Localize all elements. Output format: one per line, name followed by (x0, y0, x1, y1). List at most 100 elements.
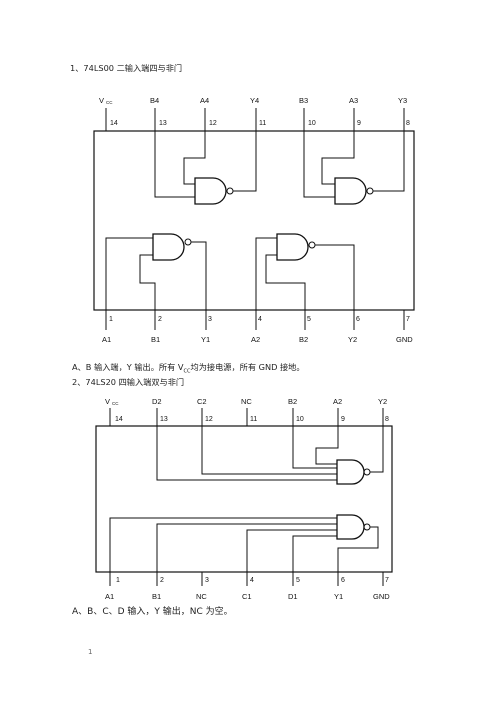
wire-y2 (315, 244, 355, 310)
chip1-bottom-pin-1: 2 (158, 316, 162, 323)
chip1-top-name-0: V (99, 96, 104, 105)
chip2-top-pin-6: 8 (385, 416, 389, 423)
chip1-bottom-pin-3: 4 (258, 316, 262, 323)
chip1-top-pin-2: 12 (209, 120, 217, 127)
chip1-bottom-name-6: GND (396, 335, 413, 344)
chip1-bottom-name-2: Y1 (201, 335, 210, 344)
chip2-vcc-subscript: CC (112, 401, 119, 406)
wire-b1-lower (156, 523, 337, 572)
chip1-top-pin-6: 8 (406, 120, 410, 127)
nand-gate-1 (152, 233, 185, 261)
page-number: 1 (88, 648, 93, 656)
chip1-bottom-pin-0: 1 (109, 316, 113, 323)
chip2-bottom-name-3: C1 (242, 592, 252, 601)
chip2-bottom-pin-4: 5 (296, 577, 300, 584)
chip2-top-legs (109, 408, 384, 426)
chip1-top-name-1: B4 (150, 96, 159, 105)
chip1-vcc-subscript: CC (106, 100, 113, 105)
wire-a2-upper (315, 426, 339, 465)
chip1-bottom-name-1: B1 (151, 335, 160, 344)
nand4-gate-1-bubble (363, 523, 371, 531)
chip2-bottom-pin-2: 3 (205, 577, 209, 584)
chip1-top-name-5: A3 (349, 96, 358, 105)
chip1-top-name-3: Y4 (250, 96, 259, 105)
chip1-top-name-2: A4 (200, 96, 209, 105)
wire-c1-lower (246, 529, 337, 572)
chip2-top-pin-5: 9 (341, 416, 345, 423)
wire-d1-lower (292, 535, 337, 572)
chip-74ls20 (95, 408, 393, 586)
nand-gate-4-bubble (226, 187, 234, 195)
nand4-gate-2 (336, 459, 365, 485)
wire-a2 (255, 237, 277, 310)
chip-74ls00 (93, 108, 415, 330)
chip2-top-name-3: NC (241, 397, 252, 406)
wire-b2-upper (292, 426, 337, 469)
chip1-bottom-pin-6: 7 (406, 316, 410, 323)
chip-74ls00-body (93, 130, 415, 311)
caption-74ls20: A、B、C、D 输入，Y 输出，NC 为空。 (72, 607, 233, 617)
chip2-bottom-name-6: GND (373, 592, 390, 601)
wire-b3 (303, 131, 335, 198)
chip1-bottom-legs (105, 310, 405, 330)
wire-b2 (265, 254, 306, 310)
wire-y1 (191, 241, 207, 310)
caption-vcc-subscript: CC (183, 368, 191, 375)
chip2-top-name-6: Y2 (378, 397, 387, 406)
nand-gate-1-bubble (184, 238, 192, 246)
chip2-top-name-1: D2 (152, 397, 162, 406)
chip2-top-labels: V CC D2 C2 NC B2 A2 Y2 14 13 12 11 10 9 … (105, 397, 389, 423)
nand-gate-3-bubble (366, 187, 374, 195)
nand4-gate-2-bubble (363, 468, 371, 476)
chip2-top-name-2: C2 (197, 397, 207, 406)
nand-gate-2-bubble (308, 241, 316, 249)
wire-y4 (233, 131, 257, 192)
heading-74ls00: 1、74LS00 二输入端四与非门 (70, 63, 183, 73)
chip1-top-pin-3: 11 (259, 120, 266, 127)
chip2-bottom-name-0: A1 (105, 592, 114, 601)
wire-b1 (139, 254, 156, 310)
wire-d2-upper (156, 426, 337, 481)
chip2-top-pin-2: 12 (205, 416, 213, 423)
chip2-bottom-pin-5: 6 (341, 577, 345, 584)
chip2-bottom-legs (109, 572, 384, 586)
chip1-top-pin-5: 9 (357, 120, 361, 127)
nand-gate-4 (194, 177, 227, 205)
chip1-top-name-6: Y3 (398, 96, 407, 105)
wire-b4 (154, 131, 195, 198)
nand-gate-3 (334, 177, 367, 205)
caption-74ls00-suffix: 均为接电源，所有 GND 接地。 (190, 362, 305, 372)
chip2-top-name-0: V (105, 397, 110, 406)
wire-y3 (373, 131, 405, 192)
chip1-bottom-pin-5: 6 (356, 316, 360, 323)
chip2-bottom-pin-0: 1 (116, 577, 120, 584)
wire-c2-upper (201, 426, 337, 475)
chip2-top-pin-3: 11 (250, 416, 257, 423)
chip1-top-legs (105, 108, 405, 131)
chip1-top-labels: V CC B4 A4 Y4 B3 A3 Y3 14 13 12 11 10 9 … (99, 96, 410, 127)
wire-a1 (105, 237, 153, 310)
chip-74ls20-body (95, 425, 393, 573)
chip2-bottom-labels: 1 2 3 4 5 6 7 A1 B1 NC C1 D1 Y1 GND (105, 577, 390, 601)
chip2-bottom-name-5: Y1 (334, 592, 343, 601)
heading-74ls20: 2、74LS20 四输入端双与非门 (72, 377, 185, 387)
chip1-bottom-name-4: B2 (299, 335, 308, 344)
chip2-top-pin-1: 13 (160, 416, 168, 423)
chip1-bottom-name-0: A1 (102, 335, 111, 344)
chip1-bottom-pin-2: 3 (208, 316, 212, 323)
wire-a4 (183, 131, 206, 185)
chip1-top-pin-0: 14 (110, 120, 118, 127)
chip1-bottom-pin-4: 5 (307, 316, 311, 323)
chip2-bottom-name-1: B1 (152, 592, 161, 601)
nand4-gate-1 (336, 514, 365, 540)
wire-y1-lower (337, 526, 379, 572)
chip2-top-pin-0: 14 (115, 416, 123, 423)
chip2-bottom-pin-1: 2 (160, 577, 164, 584)
chip2-bottom-name-2: NC (196, 592, 207, 601)
chip1-bottom-name-3: A2 (251, 335, 260, 344)
chip1-bottom-name-5: Y2 (348, 335, 357, 344)
chip2-top-name-5: A2 (333, 397, 342, 406)
chip2-bottom-name-4: D1 (288, 592, 298, 601)
chip1-top-pin-1: 13 (159, 120, 167, 127)
